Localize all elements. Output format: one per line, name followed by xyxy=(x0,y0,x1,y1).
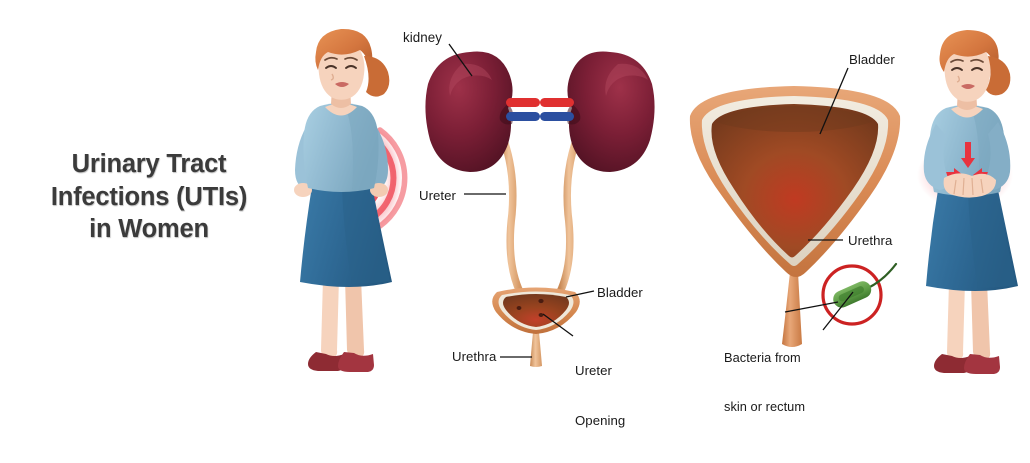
label-ureter-opening-line-1: Ureter xyxy=(575,363,612,379)
nose xyxy=(956,75,960,83)
label-bladder-right: Bladder xyxy=(849,52,895,67)
renal-artery-right xyxy=(540,98,574,107)
leg-right xyxy=(971,282,991,359)
hand-right xyxy=(370,183,388,197)
ureter-right xyxy=(556,126,584,296)
shoe-left xyxy=(934,354,970,373)
ureter-opening-dot-3 xyxy=(538,313,544,317)
leader-bacteria-to-urethra xyxy=(784,301,839,313)
leg-left xyxy=(321,278,339,357)
shoe-right xyxy=(964,354,1000,374)
label-bacteria-line-2: skin or rectum xyxy=(724,398,806,414)
label-ureter-opening-line-2: Opening xyxy=(575,413,626,429)
face xyxy=(318,42,365,100)
label-bacteria: Bacteria from skin or rectum xyxy=(724,318,805,447)
ureter-opening-dot-1 xyxy=(538,298,544,304)
eyes-closed xyxy=(325,65,357,69)
page-title: Urinary Tract Infections (UTIs) in Women xyxy=(18,148,280,246)
renal-vessels-left xyxy=(506,98,540,121)
title-line-2: Infections (UTIs) xyxy=(50,182,248,211)
bacteria-flagellum xyxy=(866,262,898,290)
urethra-right xyxy=(782,272,802,347)
face xyxy=(944,44,991,102)
illustration-layer xyxy=(294,28,1018,374)
leader-kidney xyxy=(448,43,473,77)
leg-left xyxy=(947,282,965,359)
renal-artery-left xyxy=(506,98,540,107)
neckline xyxy=(325,103,357,116)
blouse-shadow xyxy=(344,104,379,191)
mouth xyxy=(961,84,975,89)
figure-woman-abdominal-pain xyxy=(917,30,1018,374)
figure-woman-flank-pain xyxy=(294,28,408,372)
bladder-center-interior xyxy=(503,294,569,327)
shoe-right xyxy=(338,352,374,372)
eyes-closed xyxy=(951,67,983,71)
kidney-right-body xyxy=(567,51,655,172)
bun xyxy=(986,56,1011,96)
finger-lines xyxy=(953,177,984,196)
label-urethra-right: Urethra xyxy=(848,233,893,248)
nose xyxy=(330,73,334,81)
infographic-canvas: Urinary Tract Infections (UTIs) in Women xyxy=(18,28,1018,428)
kidney-left-highlight xyxy=(449,63,492,96)
renal-vein-right xyxy=(540,112,574,121)
renal-vessels-right xyxy=(540,98,574,121)
eyebrows xyxy=(950,58,984,63)
diagram-bladder-cross-section xyxy=(689,67,901,347)
leg-right xyxy=(345,278,365,357)
skirt-shadow xyxy=(968,191,1016,288)
label-kidney: kidney xyxy=(403,30,443,45)
leader-ureter-opening xyxy=(542,313,574,337)
bacteria-icon xyxy=(833,281,872,308)
bladder-right-interior xyxy=(711,104,879,258)
leader-bladder-center xyxy=(565,290,595,298)
mouth xyxy=(335,82,349,87)
eyebrows xyxy=(324,56,358,61)
label-bacteria-line-1: Bacteria from xyxy=(724,350,801,366)
kidney-left xyxy=(425,51,514,172)
label-bladder-center: Bladder xyxy=(597,285,643,300)
neckline xyxy=(951,105,983,118)
bacteria-highlight-circle xyxy=(821,264,883,326)
hand-left xyxy=(294,183,312,197)
leader-lines-center xyxy=(448,43,595,358)
hair xyxy=(939,30,999,72)
hair xyxy=(315,28,373,70)
shoe-left xyxy=(308,352,344,371)
ponytail xyxy=(364,56,390,97)
ureter-left xyxy=(496,126,524,296)
kidney-right-highlight xyxy=(605,63,648,96)
label-ureter-opening: Ureter Opening xyxy=(575,330,625,463)
kidney-left-body xyxy=(425,51,513,172)
ureter-opening-dot-2 xyxy=(516,306,522,310)
leader-lines-right xyxy=(784,67,854,331)
title-line-3: in Women xyxy=(89,215,209,244)
label-urethra-center: Urethra xyxy=(452,349,497,364)
pain-arrow-down xyxy=(961,142,975,168)
bladder-center xyxy=(492,287,580,334)
bladder-right-top-shade xyxy=(716,106,872,132)
label-ureter: Ureter xyxy=(419,188,456,203)
title-line-1: Urinary Tract xyxy=(71,150,227,178)
diagram-urinary-tract xyxy=(425,43,655,367)
leader-bacteria xyxy=(822,291,854,331)
skirt-shadow xyxy=(342,187,390,284)
leader-bladder-right xyxy=(819,67,849,135)
arm-right xyxy=(985,122,1011,190)
renal-vein-left xyxy=(506,112,540,121)
kidney-right xyxy=(566,51,655,172)
arm-left xyxy=(923,124,949,190)
